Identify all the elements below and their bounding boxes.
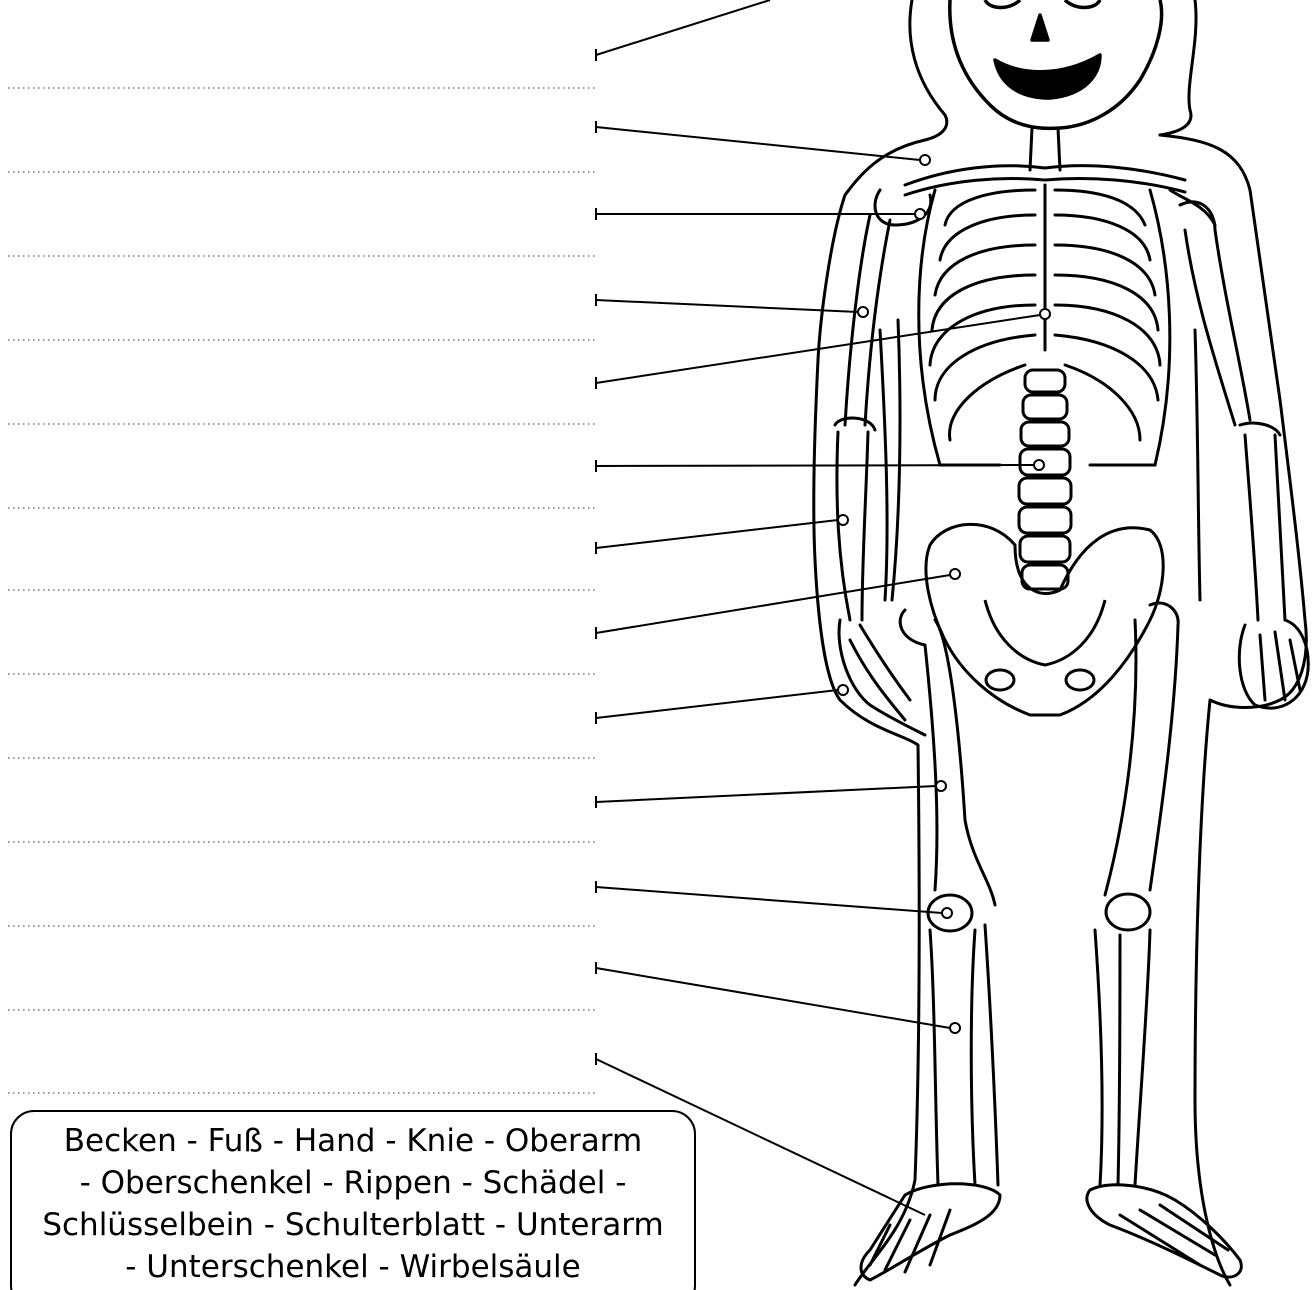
legs: [900, 603, 1178, 1185]
pointer-9: [596, 685, 848, 724]
word-bank-line-4: - Unterschenkel - Wirbelsäule: [18, 1246, 688, 1288]
pelvis-inner: [985, 600, 1105, 665]
vertebra-2: [1023, 395, 1067, 419]
shoulder-left: [875, 190, 931, 225]
neck: [1030, 128, 1060, 170]
vertebra-6: [1019, 507, 1071, 533]
spine: [1019, 370, 1071, 589]
pointer-12: [596, 962, 960, 1033]
vertebra-3: [1021, 422, 1069, 446]
skull-mouth: [995, 55, 1100, 98]
skull: [950, 0, 1162, 128]
pelvis: [926, 524, 1163, 715]
pointer-8: [596, 569, 960, 639]
skull-nose: [1032, 15, 1048, 40]
rib-7: [950, 365, 1140, 440]
skull-outline: [950, 0, 1162, 128]
pointer-1: [596, 0, 770, 61]
skull-eye-right: [1065, 0, 1100, 8]
pointer-4: [596, 294, 868, 317]
vertebra-7: [1020, 536, 1070, 562]
word-bank-line-1: Becken - Fuß - Hand - Knie - Oberarm: [18, 1120, 688, 1162]
upper-arm-left: [835, 215, 890, 430]
knee-right: [1106, 894, 1150, 930]
answer-lines: [8, 88, 596, 1093]
body-silhouette: [814, 135, 1307, 1285]
pelvis-outline: [926, 524, 1163, 715]
femur-left: [900, 610, 995, 905]
pointer-5: [596, 309, 1050, 389]
tibia-right: [1095, 930, 1150, 1185]
vertebra-4: [1020, 449, 1070, 475]
word-bank-line-2: - Oberschenkel - Rippen - Schädel -: [18, 1162, 688, 1204]
word-bank: Becken - Fuß - Hand - Knie - Oberarm - O…: [10, 1110, 696, 1290]
body-outline: [814, 0, 1307, 1285]
upper-arm-right: [1180, 202, 1280, 435]
tibia-left: [930, 925, 998, 1185]
skull-eye-left: [985, 0, 1020, 8]
foot-left: [861, 1184, 1000, 1280]
pointer-lines: [596, 0, 1050, 1215]
femur-right: [1105, 603, 1178, 895]
pointer-7: [596, 515, 848, 554]
feet: [861, 1184, 1241, 1280]
vertebra-1: [1025, 370, 1065, 392]
pointer-11: [596, 881, 952, 918]
hip-socket-left: [986, 670, 1014, 690]
word-bank-line-3: Schlüsselbein - Schulterblatt - Unterarm: [18, 1204, 688, 1246]
pointer-10: [596, 781, 946, 808]
hand-left: [839, 620, 925, 735]
vertebra-5: [1019, 478, 1071, 504]
pointer-6: [596, 460, 1044, 472]
hand-right: [1239, 620, 1308, 708]
hip-socket-right: [1066, 670, 1094, 690]
